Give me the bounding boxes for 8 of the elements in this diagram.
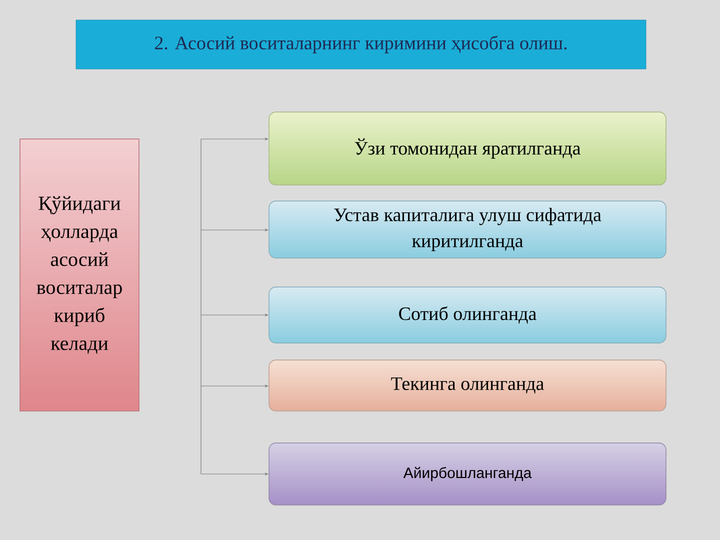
process-box: Текинга олинганда	[268, 360, 666, 412]
process-box: Ўзи томонидан яратилганда	[268, 112, 666, 186]
process-box: Устав капиталига улуш сифатида киритилганда	[268, 200, 666, 258]
connector-line	[200, 138, 202, 474]
title-banner: 2. Асосий воситаларнинг киримини ҳисобга олиш.	[76, 20, 646, 70]
process-box: Сотиб олинганда	[268, 286, 666, 344]
process-box: Айирбошланганда	[268, 442, 666, 506]
process-box: Қўйидаги ҳолларда асосий воситалар кириб келади	[20, 138, 140, 412]
